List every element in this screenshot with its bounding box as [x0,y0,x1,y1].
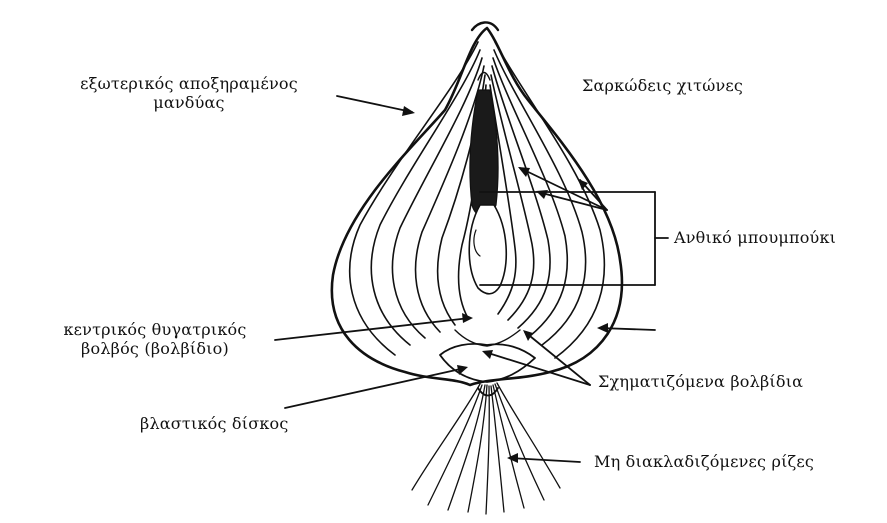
outer-tunic-label-line2: μανδύας [24,93,354,112]
roots-label: Μη διακλαδιζόμενες ρίζες [594,452,814,471]
outer-tunic-label-line1: εξωτερικός αποξηραμένος [24,74,354,93]
forming-bulblets-label: Σχηματιζόμενα βολβίδια [598,372,803,391]
roots-shape [412,383,560,514]
outer-tunic-label: εξωτερικός αποξηραμένος μανδύας [24,74,354,112]
fleshy-scales-label: Σαρκώδεις χιτώνες [582,76,743,95]
dark-core [470,90,498,216]
basal-plate-label: βλαστικός δίσκος [140,414,289,433]
daughter-bulb-label-line1: κεντρικός θυγατρικός [40,320,270,339]
daughter-bulb-label-line2: βολβός (βολβίδιο) [40,339,270,358]
daughter-bulb-label: κεντρικός θυγατρικός βολβός (βολβίδιο) [40,320,270,358]
flower-bud-label: Ανθικό μπουμπούκι [674,228,836,247]
